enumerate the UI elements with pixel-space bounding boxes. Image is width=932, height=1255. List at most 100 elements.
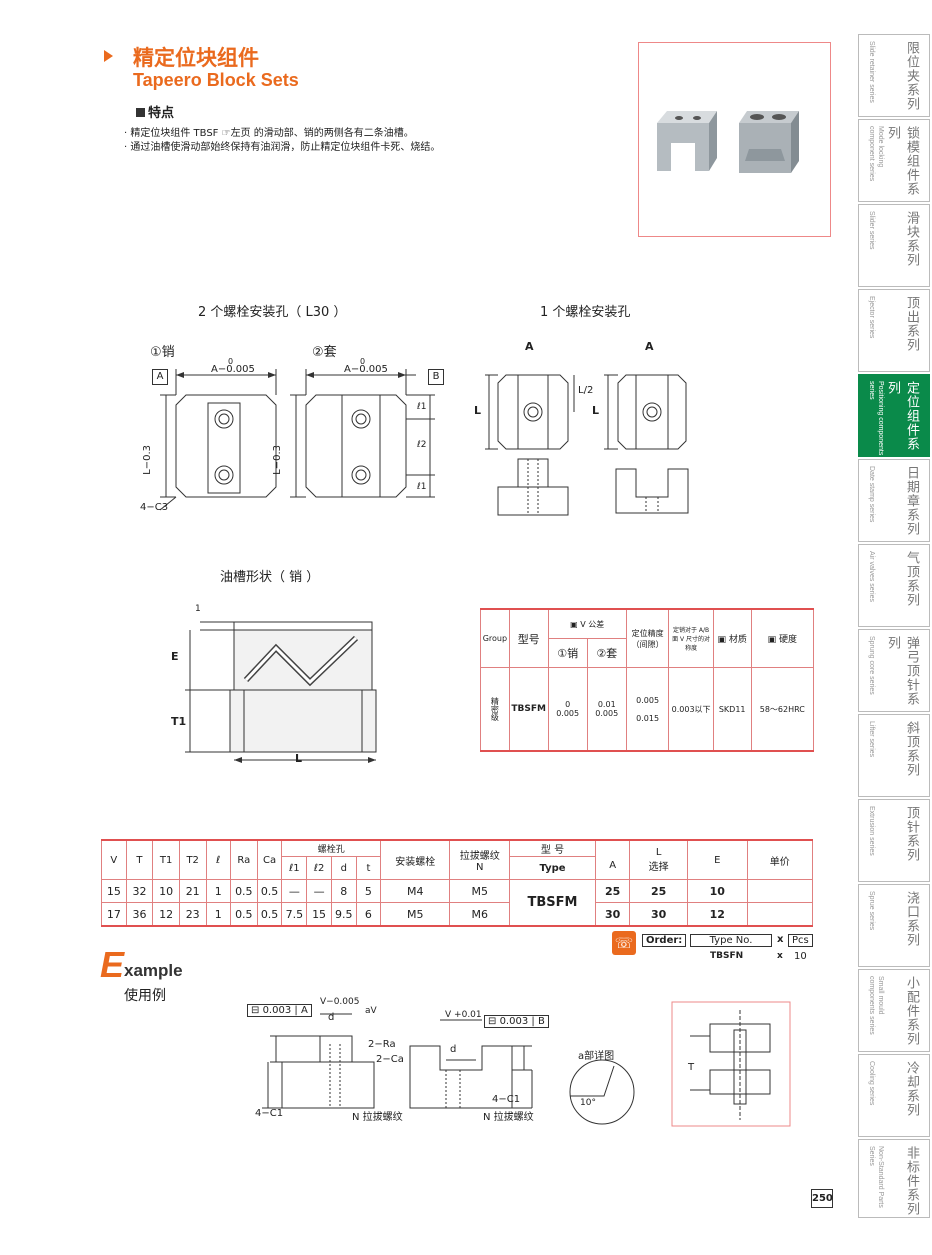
table-cell: — — [281, 879, 308, 903]
table-cell: 15 — [101, 879, 127, 903]
table-row: 17 36 12 23 1 0.5 0.5 7.5 15 9.5 6 M5 M6… — [101, 902, 814, 927]
dim-header-tsub: t — [355, 856, 382, 880]
assembly-t-label: T — [688, 1062, 695, 1073]
order-pcs: Pcs — [788, 934, 813, 947]
table-cell: 17 — [101, 902, 127, 927]
table-cell: 15 — [306, 902, 332, 927]
dim-e-groove: E — [171, 650, 179, 663]
table-cell: M6 — [449, 902, 511, 927]
example-title-zh: 使用例 — [124, 988, 166, 1004]
price-cell — [746, 902, 814, 927]
dim-header-t1: T1 — [152, 839, 180, 880]
dim-header-type-zh: 型 号 — [509, 839, 596, 857]
spec-symmetry-value: 0.003以下 — [668, 667, 714, 752]
page-title-en: Tapeero Block Sets — [133, 70, 299, 90]
dim-a-pin: A−0.005 — [211, 364, 255, 375]
d-label-sleeve: d — [450, 1044, 457, 1055]
title-arrow-icon — [104, 50, 113, 62]
chamfer-label: 4−C3 — [140, 502, 169, 513]
spec-hardness-header: ▣ 硬度 — [750, 608, 815, 668]
dim-1-groove: 1 — [195, 604, 201, 614]
c1-label-sleeve: 4−C1 — [492, 1094, 521, 1105]
dim-a-single-sleeve: A — [645, 340, 654, 353]
spec-subheader-row: ①销 ②套 — [481, 638, 814, 668]
spec-pin-header: ①销 — [547, 638, 588, 668]
spec-group-header: Group — [480, 608, 510, 668]
dim-header-l2: ℓ2 — [306, 856, 332, 880]
ca-label: 2−Ca — [376, 1054, 404, 1065]
spec-model-value: TBSFM — [508, 667, 549, 752]
spec-table: Group 型号 ▣ V 公差 定位精度（间隙） 定销对于 A/B 面 V 尺寸… — [480, 608, 815, 752]
v-tol2-label: V +0.01 — [445, 1010, 482, 1020]
dim-header-d: d — [330, 856, 357, 880]
dim-header-t2: T2 — [178, 839, 207, 880]
table-cell: 5 — [355, 879, 382, 903]
phone-icon: ☏ — [612, 931, 636, 955]
dim-header-type-en: Type — [509, 856, 596, 880]
datum-b-box: B — [428, 369, 444, 385]
two-bolt-title: 2 个螺栓安装孔（ L30 ） — [198, 305, 347, 320]
spec-precision-header: 定位精度（间隙） — [625, 608, 670, 668]
dim-header-ra: Ra — [229, 839, 258, 880]
table-cell: 30 — [629, 902, 688, 927]
example-drawings — [262, 1001, 791, 1127]
square-bullet-icon — [136, 108, 145, 117]
order-x: x — [777, 934, 784, 945]
order-sample-type: TBSFN — [710, 951, 744, 961]
n-thread-pin: N 拉拔螺纹 — [352, 1112, 403, 1123]
table-cell: — — [306, 879, 332, 903]
table-cell: 21 — [178, 879, 207, 903]
table-row: 15 32 10 21 1 0.5 0.5 — — 8 5 M4 M5 TBSF… — [101, 879, 814, 927]
table-cell: 1 — [205, 902, 231, 927]
ra-label: 2−Ra — [368, 1039, 396, 1050]
table-cell: 9.5 — [330, 902, 357, 927]
spec-sleeve-header: ②套 — [586, 638, 627, 668]
table-cell: 1 — [205, 879, 231, 903]
l1-bottom-label: ℓ1 — [417, 482, 427, 492]
table-cell: 25 — [629, 879, 688, 903]
dim-a-sleeve: A−0.005 — [344, 364, 388, 375]
spec-model-header: 型号 — [508, 608, 549, 668]
table-cell: 0.5 — [256, 879, 283, 903]
dim-header-price: 单价 — [746, 839, 814, 880]
dim-header-ca: Ca — [256, 839, 283, 880]
v-tol-label: V−0.005 — [320, 997, 360, 1007]
feature-line-2: · 通过油槽使滑动部始终保持有油润滑，防止精定位块组件卡死、烧结。 — [124, 142, 441, 153]
order-type-no: Type No. — [690, 934, 772, 947]
datum-a-box: A — [152, 369, 168, 385]
dim-l-pin: L−0.3 — [142, 445, 153, 475]
order-sample-qty: 10 — [794, 951, 807, 962]
page-number: 250 — [811, 1189, 833, 1208]
table-cell: 12 — [152, 902, 180, 927]
dim-header-e: E — [687, 839, 748, 880]
dim-header-type-a-cell: A — [594, 840, 631, 880]
dim-a-zero-pin: 0 — [228, 357, 234, 366]
features-heading: 特点 — [136, 102, 174, 121]
table-cell: 0.5 — [229, 879, 258, 903]
sleeve-label: ②套 — [312, 345, 337, 360]
table-cell: 7.5 — [281, 902, 308, 927]
table-cell: 10 — [152, 879, 180, 903]
dim-a-single-pin: A — [525, 340, 534, 353]
table-cell: 36 — [125, 902, 154, 927]
dim-l-single-sleeve: L — [592, 404, 600, 417]
